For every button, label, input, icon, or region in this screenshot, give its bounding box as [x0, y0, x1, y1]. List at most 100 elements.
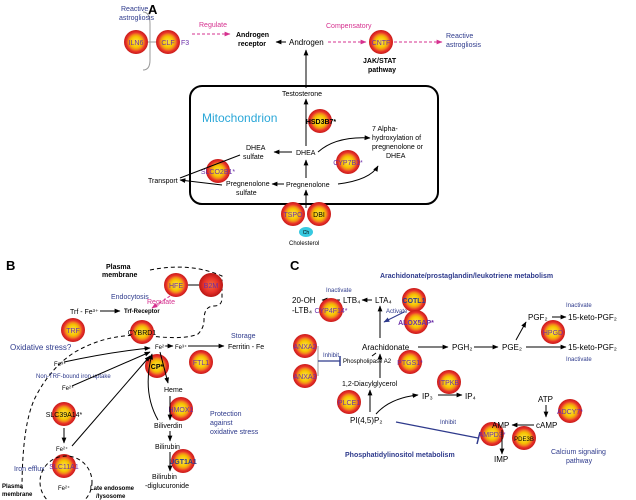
node-slc39a14-label: SLC39A14* — [46, 412, 83, 419]
node-hmox1[interactable]: HMOX1 — [169, 397, 194, 421]
node-cntf[interactable]: CNTF — [369, 30, 393, 54]
arrow-hmox-to-fe2 — [147, 353, 159, 421]
node-b2m-label: B2M — [204, 283, 219, 290]
fe2-mid-label: Fe²⁺ — [62, 385, 74, 392]
node-ptgs1[interactable]: PTGS1* — [397, 350, 423, 374]
calcium-line1: Calcium signaling — [551, 449, 606, 456]
node-hsd3b7[interactable]: HSD3B7* — [306, 109, 337, 133]
ltb4-label: LTB₄ — [343, 296, 360, 305]
fe2-low-label: Fe²⁺ — [56, 446, 68, 453]
dhea-sulfate-line1: DHEA — [246, 145, 266, 152]
node-plce1[interactable]: PLCE1 — [337, 390, 361, 414]
node-slc11a1[interactable]: SLC11A1 — [49, 454, 79, 478]
arrow-pl-to-arach — [371, 352, 377, 357]
ip4-label: IP₄ — [465, 392, 476, 401]
pregnenolone-sulfate-line1: Pregnenolone — [226, 181, 270, 188]
node-dbi[interactable]: DBI — [307, 202, 331, 226]
phospholipase-label: Phospholipase A2 — [343, 359, 392, 365]
inactivate-right-bottom-label: Inactivate — [566, 357, 592, 363]
node-clf-label: CLF — [161, 40, 174, 47]
node-ugt1a1-label: UGT1A1 — [169, 459, 197, 466]
fe3-center-label: Fe³⁺ — [175, 344, 187, 351]
fe2-center-label: Fe²⁺ — [155, 344, 167, 351]
androgen-receptor-line2: receptor — [238, 41, 266, 48]
jak-stat-line2: pathway — [368, 67, 396, 74]
plasma-membrane-bottom-line2: membrane — [2, 492, 33, 498]
node-hfe[interactable]: HFE — [164, 273, 188, 297]
mitochondrion-label: Mitochondrion — [202, 111, 277, 125]
storage-label: Storage — [231, 333, 256, 340]
late-endosome-line1: Late endosome — [90, 486, 135, 492]
bilirubin-dig-line2: -diglucuronide — [145, 483, 189, 490]
node-itpkb-label: ITPKB — [439, 380, 460, 387]
arrow-fe3left-to-center — [63, 346, 151, 363]
node-cp-label: CP* — [151, 364, 164, 371]
plasma-membrane-bottom-line1: Plasma — [2, 484, 24, 490]
node-adcy7[interactable]: ADCY7* — [557, 399, 583, 423]
pregnenolone-sulfate-line2: sulfate — [236, 190, 257, 197]
node-trf-label: TRF — [66, 328, 80, 335]
node-hpgd[interactable]: HPGD — [541, 320, 565, 344]
cholesterol-label: Cholesterol — [289, 241, 319, 247]
node-anxa2-label: ANXA2 — [294, 344, 317, 351]
node-cybrd1[interactable]: CYBRD1 — [128, 320, 157, 344]
node-alox5ap[interactable]: ALOX5AP* — [398, 310, 434, 334]
regulate-label-a: Regulate — [199, 22, 227, 29]
node-cyp4f14[interactable]: CYP4F14* — [314, 298, 348, 322]
node-clf[interactable]: CLF — [156, 30, 180, 54]
arrow-pge2-to-pgf2 — [515, 321, 527, 341]
arrow-pip2-to-ip3 — [375, 393, 419, 415]
node-trf[interactable]: TRF — [61, 318, 85, 342]
arrow-fe2mid-to-center — [71, 351, 151, 387]
pgf2-label: PGF₂ — [528, 313, 548, 322]
fe3-left-label: Fe³⁺ — [54, 361, 66, 368]
node-itpkb[interactable]: ITPKB — [437, 370, 461, 394]
node-slc11a1-label: SLC11A1 — [49, 464, 79, 471]
node-pde3b[interactable]: PDE3B — [512, 426, 536, 450]
node-cyp7b1[interactable]: CYP7B1* — [333, 150, 363, 174]
biliverdin-label: Biliverdin — [154, 423, 183, 430]
phosphatidylinositol-label: Phosphatidylinositol metabolism — [345, 452, 455, 459]
node-ampd3[interactable]: AMPD3* — [479, 422, 506, 446]
node-ugt1a1[interactable]: UGT1A1 — [169, 449, 197, 473]
protection-line1: Protection — [210, 411, 242, 418]
node-slco2b1-label: SLCO2B1* — [201, 169, 236, 176]
node-tspo-label: TSPO — [283, 212, 303, 219]
node-ftl1[interactable]: FTL1 — [189, 350, 213, 374]
plasma-membrane-top-line1: Plasma — [106, 264, 131, 271]
node-dbi-label: DBI — [313, 212, 325, 219]
fe2-lyso-label: Fe²⁺ — [58, 485, 70, 492]
hydroxylation-line1: 7 Alpha- — [372, 126, 398, 133]
node-tspo[interactable]: TSPO — [281, 202, 305, 226]
camp-label: cAMP — [536, 421, 557, 430]
node-hmox1-label: HMOX1 — [169, 407, 194, 414]
hydroxylation-line4: DHEA — [386, 153, 406, 160]
node-cyp4f14-label: CYP4F14* — [314, 308, 347, 315]
bilirubin-label: Bilirubin — [155, 444, 180, 451]
node-cotl1[interactable]: COTL1 — [402, 288, 426, 312]
node-iln6[interactable]: ILN6 — [124, 30, 148, 54]
node-ftl1-label: FTL1 — [193, 360, 209, 367]
node-hpgd-label: HPGD — [543, 330, 563, 337]
keto-pgf2-label: 15-keto-PGF₂ — [568, 313, 617, 322]
node-ch[interactable] — [299, 227, 313, 237]
node-slco2b1[interactable]: SLCO2B1* — [201, 159, 236, 183]
non-trf-label: Non-TRF-bound iron uptake — [36, 374, 111, 380]
protection-line3: oxidative stress — [210, 429, 259, 436]
ferritin-label: Ferritin - Fe — [228, 344, 264, 351]
trf-fe-label: Trf - Fe³⁺ — [70, 309, 99, 316]
reactive-astrogliosis-right-line2: astrogliosis — [446, 42, 482, 49]
protection-line2: against — [210, 420, 233, 427]
node-ampd3-label: AMPD3* — [479, 432, 506, 439]
plasma-membrane-top-line2: membrane — [102, 272, 138, 279]
node-cybrd1-label: CYBRD1 — [128, 330, 157, 337]
node-b2m[interactable]: B2M — [199, 273, 223, 297]
node-cntf-label: CNTF — [372, 40, 391, 47]
node-anxa3[interactable]: ANXA3 — [293, 364, 317, 388]
node-slc39a14[interactable]: SLC39A14* — [46, 402, 83, 426]
node-f3-label: F3 — [181, 40, 189, 47]
pregnenolone-label: Pregnenolone — [286, 182, 330, 189]
node-anxa2[interactable]: ANXA2 — [293, 334, 317, 358]
endocytosis-label: Endocytosis — [111, 294, 149, 301]
arrow-preg-to-hydroxylation — [337, 165, 379, 185]
